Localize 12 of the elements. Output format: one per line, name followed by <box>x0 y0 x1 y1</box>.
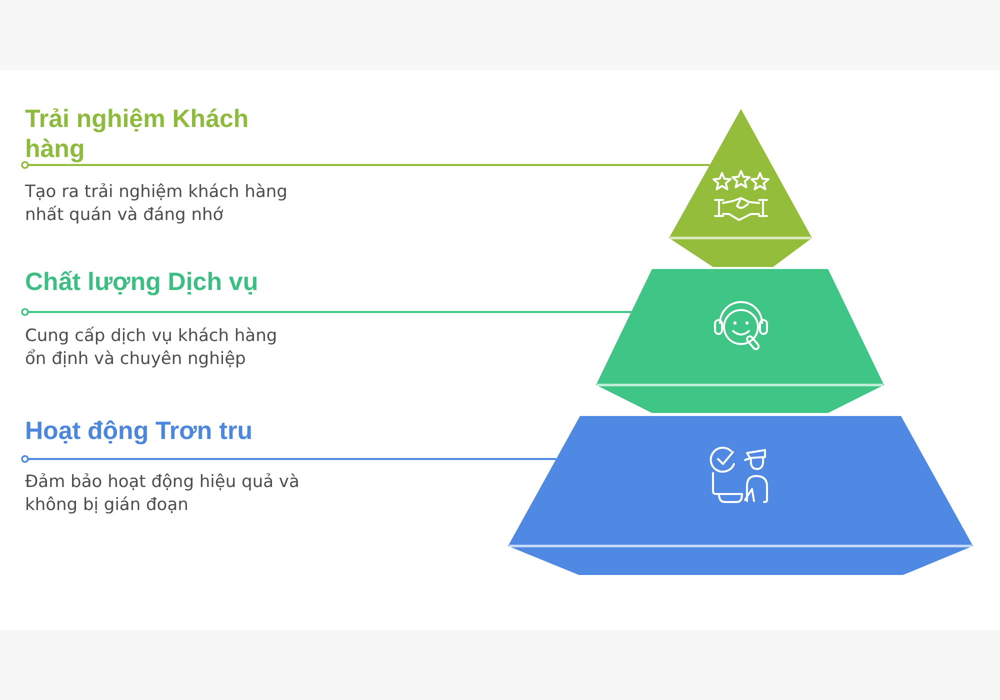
tier-heading: Hoạt động Trơn tru <box>25 416 254 446</box>
pyramid-tier <box>669 109 812 267</box>
leader-line <box>21 308 632 316</box>
tier-description: Tạo ra trải nghiệm khách hàng nhất quán và đáng nhớ <box>25 181 288 227</box>
pyramid-tier <box>508 416 973 575</box>
tier-description: Đảm bảo hoạt động hiệu quả và không bị gián đoạn <box>25 471 300 517</box>
tier-heading: Trải nghiệm Khách hàng <box>25 104 250 164</box>
leader-line <box>21 161 710 169</box>
leader-line <box>21 455 556 463</box>
tier-heading: Chất lượng Dịch vụ <box>25 267 260 297</box>
tier-description: Cung cấp dịch vụ khách hàng ổn định và chuyên nghiệp <box>25 325 278 371</box>
pyramid-tier <box>596 269 884 413</box>
